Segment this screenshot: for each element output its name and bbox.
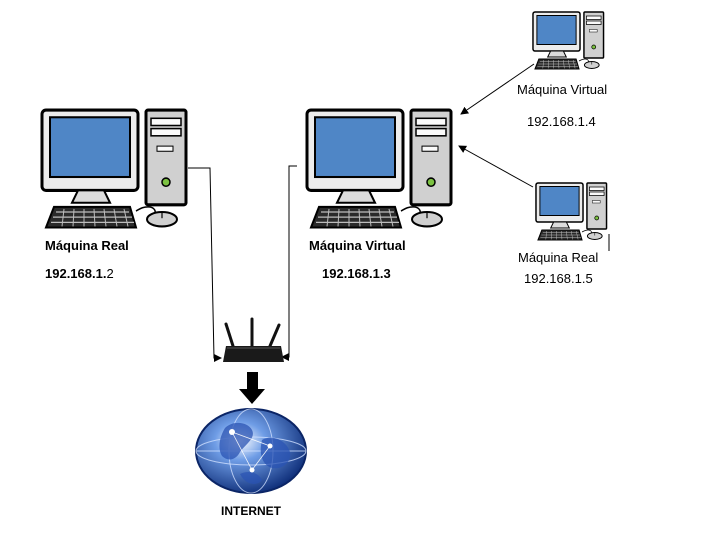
label-top-right-name: Máquina Virtual bbox=[517, 82, 608, 97]
label-left-ip-last: 2 bbox=[106, 266, 114, 281]
computer-icon-bottom-right bbox=[535, 182, 608, 241]
globe-icon bbox=[195, 408, 307, 494]
label-internet: INTERNET bbox=[221, 504, 281, 518]
link-vm4-to-center bbox=[460, 63, 535, 115]
computer-icon-left bbox=[40, 108, 188, 230]
label-left-name: Máquina Real bbox=[45, 238, 129, 253]
label-top-right-ip: 192.168.1.4 bbox=[527, 114, 596, 129]
link-real5-to-center bbox=[458, 145, 534, 188]
label-bottom-right-ip: 192.168.1.5 bbox=[524, 271, 593, 286]
label-left-ip: 192.168.1.2 bbox=[45, 266, 114, 281]
router-icon bbox=[223, 317, 284, 362]
label-center-name: Máquina Virtual bbox=[309, 238, 406, 253]
link-center-to-router bbox=[281, 165, 297, 361]
computer-icon-top-right bbox=[532, 11, 605, 70]
label-left-ip-main: 192.168.1. bbox=[45, 266, 107, 281]
computer-icon-center bbox=[305, 108, 453, 230]
link-left-to-router bbox=[188, 167, 222, 362]
label-bottom-right-name: Máquina Real bbox=[518, 250, 599, 265]
router-to-internet-arrow bbox=[239, 372, 265, 404]
label-center-ip: 192.168.1.3 bbox=[322, 266, 391, 281]
